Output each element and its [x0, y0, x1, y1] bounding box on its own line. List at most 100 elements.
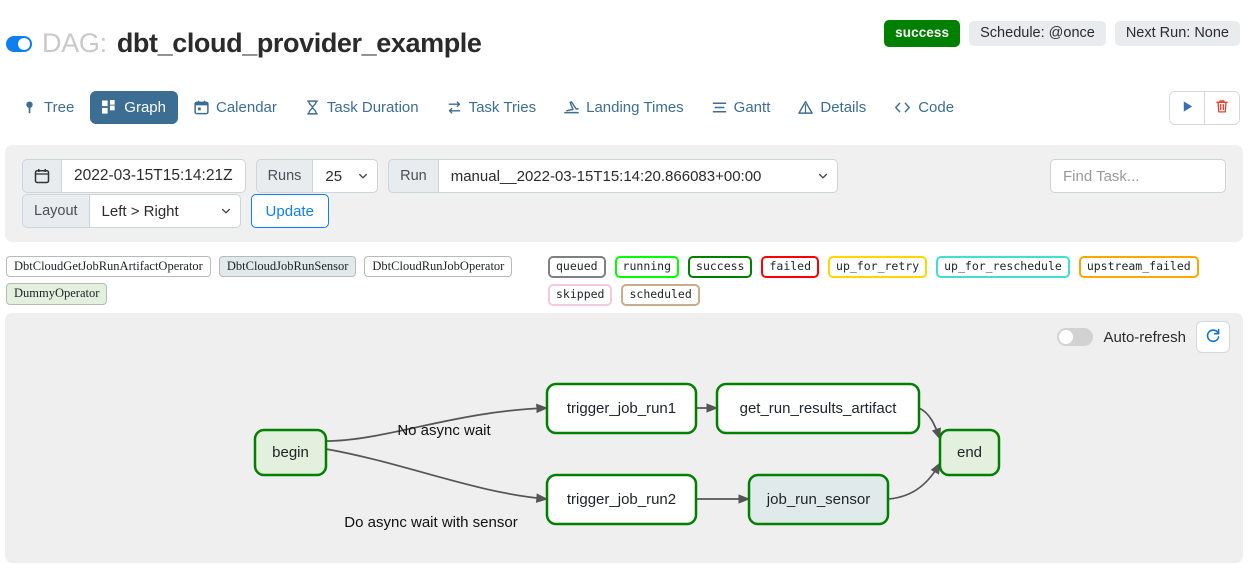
code-brackets-icon	[894, 100, 911, 115]
landing-icon	[564, 100, 579, 115]
legend-state-chip[interactable]: failed	[761, 256, 820, 279]
run-controls-panel: 2022-03-15T15:14:21Z Runs 25 Run manual_…	[5, 145, 1243, 242]
auto-refresh-toggle[interactable]	[1057, 328, 1094, 346]
node-label: end	[957, 444, 982, 461]
edge-begin-trigger1	[325, 403, 549, 442]
tab-task-tries[interactable]: Task Tries	[435, 91, 549, 124]
layout-group: Layout Left > Right	[22, 194, 241, 228]
tab-label: Landing Times	[586, 98, 684, 116]
auto-refresh-controls: Auto-refresh	[1057, 321, 1230, 353]
tab-bar: Tree Graph Calendar Task Duration Task T	[0, 80, 1248, 134]
legend-state-chip[interactable]: upstream_failed	[1078, 256, 1199, 279]
gantt-icon	[712, 100, 727, 115]
tab-label: Details	[820, 98, 867, 116]
execution-date-input[interactable]: 2022-03-15T15:14:21Z	[61, 159, 246, 193]
chevron-down-icon	[818, 173, 827, 179]
edge-artifact-end	[918, 407, 941, 441]
legend-state-chip[interactable]: up_for_retry	[828, 256, 928, 279]
edge-label-do-async-wait: Do async wait with sensor	[344, 514, 517, 531]
runs-label: Runs	[255, 159, 314, 193]
graph-node-trigger_job_run1[interactable]: trigger_job_run1	[545, 382, 698, 435]
controls-row-bottom: Layout Left > Right Update	[22, 194, 329, 228]
graph-node-trigger_job_run2[interactable]: trigger_job_run2	[545, 473, 698, 526]
graph-icon	[102, 99, 117, 115]
layout-value: Left > Right	[101, 202, 179, 220]
warning-triangle-icon	[798, 100, 814, 115]
legend-operator-chip: DbtCloudJobRunSensor	[218, 256, 357, 278]
tab-landing-times[interactable]: Landing Times	[552, 91, 696, 124]
status-badge: success	[884, 20, 961, 47]
state-legend: queued running success failed up_for_ret…	[548, 256, 1242, 341]
node-label: begin	[272, 444, 309, 461]
retry-icon	[447, 100, 462, 115]
refresh-icon	[1205, 328, 1221, 347]
edge-label-no-async-wait: No async wait	[397, 422, 491, 439]
node-label: trigger_job_run2	[567, 491, 676, 508]
tab-graph[interactable]: Graph	[90, 90, 178, 124]
update-button[interactable]: Update	[250, 194, 329, 228]
tab-label: Task Duration	[326, 98, 419, 116]
search-input[interactable]: Find Task...	[1050, 159, 1226, 193]
node-label: get_run_results_artifact	[740, 400, 898, 417]
page-title: dbt_cloud_provider_example	[116, 28, 482, 58]
edge-sensor-end	[887, 461, 941, 500]
graph-node-job_run_sensor[interactable]: job_run_sensor	[747, 473, 890, 526]
chevron-down-icon	[221, 208, 230, 214]
tree-icon	[22, 100, 37, 115]
calendar-icon	[194, 100, 209, 115]
auto-refresh-label: Auto-refresh	[1103, 328, 1186, 346]
tab-calendar[interactable]: Calendar	[182, 91, 289, 124]
next-run-badge: Next Run: None	[1114, 20, 1240, 46]
tab-task-duration[interactable]: Task Duration	[293, 91, 431, 124]
node-label: job_run_sensor	[766, 491, 870, 508]
trash-icon	[1215, 99, 1229, 117]
runs-group: Runs 25	[255, 159, 379, 193]
legend-state-chip[interactable]: up_for_reschedule	[936, 256, 1070, 279]
header-badges: success Schedule: @once Next Run: None	[884, 20, 1240, 47]
tab-list: Tree Graph Calendar Task Duration Task T	[10, 80, 966, 134]
legend-state-chip[interactable]: success	[688, 256, 753, 279]
graph-node-end[interactable]: end	[938, 428, 1001, 477]
tab-label: Calendar	[216, 98, 277, 116]
toggle-on-icon[interactable]	[6, 35, 32, 52]
run-select[interactable]: manual__2022-03-15T15:14:20.866083+00:00	[437, 159, 838, 193]
tab-label: Tree	[44, 98, 75, 116]
run-label: Run	[388, 159, 439, 193]
node-label: trigger_job_run1	[567, 400, 676, 417]
legend-operator-chip: DummyOperator	[6, 283, 108, 305]
tab-label: Graph	[124, 98, 166, 116]
controls-row-top: 2022-03-15T15:14:21Z Runs 25 Run manual_…	[22, 159, 838, 193]
calendar-icon[interactable]	[22, 159, 62, 193]
dag-action-buttons	[1169, 91, 1240, 125]
legend-state-chip[interactable]: scheduled	[621, 284, 700, 307]
graph-node-get_run_results_artifact[interactable]: get_run_results_artifact	[715, 382, 921, 435]
graph-canvas[interactable]: Auto-refresh No async wait Do async wait…	[5, 313, 1243, 563]
refresh-button[interactable]	[1196, 321, 1230, 353]
delete-dag-button[interactable]	[1205, 92, 1239, 124]
operator-legend: DbtCloudGetJobRunArtifactOperator DbtClo…	[6, 256, 536, 305]
legend-operator-chip: DbtCloudGetJobRunArtifactOperator	[6, 256, 211, 278]
legend-state-chip[interactable]: queued	[548, 256, 606, 279]
trigger-dag-button[interactable]	[1170, 92, 1204, 124]
dag-prefix-label: DAG:	[42, 28, 107, 58]
tab-label: Code	[918, 98, 955, 116]
run-group: Run manual__2022-03-15T15:14:20.866083+0…	[388, 159, 838, 193]
tab-code[interactable]: Code	[882, 91, 966, 124]
run-value: manual__2022-03-15T15:14:20.866083+00:00	[450, 167, 762, 185]
runs-select[interactable]: 25	[312, 159, 379, 193]
tab-label: Task Tries	[468, 98, 537, 116]
graph-node-begin[interactable]: begin	[253, 428, 328, 477]
tab-details[interactable]: Details	[786, 91, 878, 124]
page-header: DAG: dbt_cloud_provider_example success …	[0, 0, 1248, 78]
tab-tree[interactable]: Tree	[10, 91, 86, 124]
execution-date-group: 2022-03-15T15:14:21Z	[22, 159, 246, 193]
edge-begin-trigger2	[325, 448, 549, 503]
tab-gantt[interactable]: Gantt	[700, 91, 783, 124]
legend-operator-chip: DbtCloudRunJobOperator	[364, 256, 513, 278]
hourglass-icon	[305, 99, 320, 115]
schedule-badge: Schedule: @once	[969, 20, 1106, 46]
dag-graph: No async wait Do async wait with sensor …	[253, 382, 1001, 531]
legend-state-chip[interactable]: running	[614, 256, 680, 279]
legend-state-chip[interactable]: skipped	[548, 284, 613, 307]
layout-select[interactable]: Left > Right	[88, 194, 241, 228]
